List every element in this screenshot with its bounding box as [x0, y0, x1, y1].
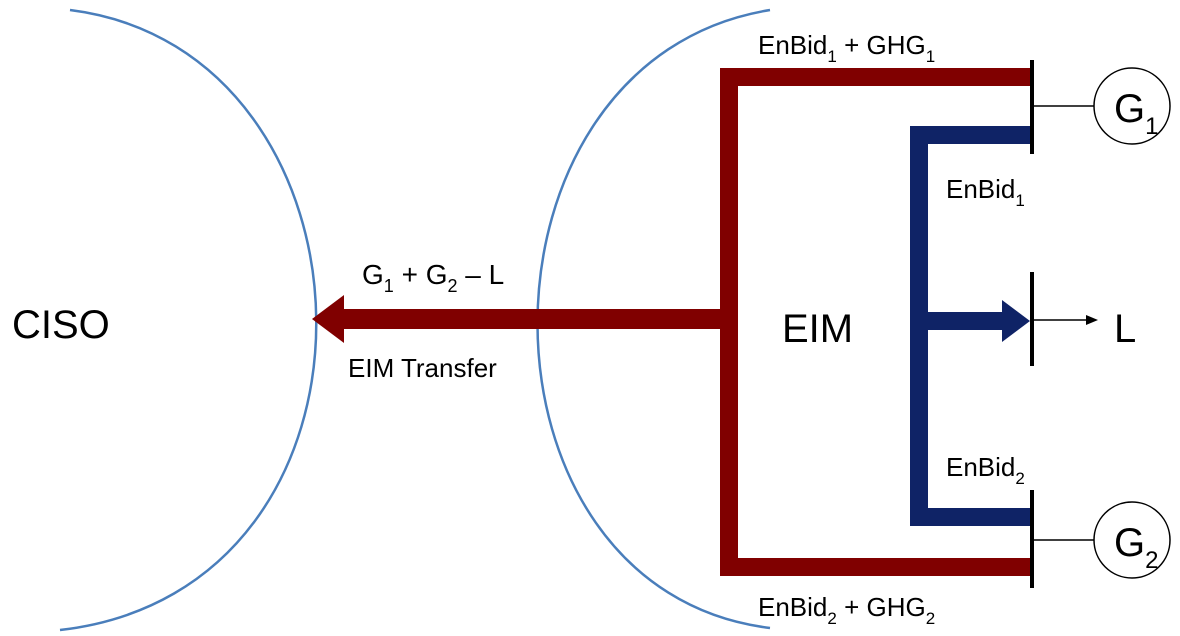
bottom-blue-flow-label: EnBid2 [946, 452, 1025, 488]
load-label: L [1114, 307, 1136, 351]
blue-flow-top-branch [910, 126, 1032, 144]
blue-flow-path [910, 126, 1032, 526]
top-blue-flow-label: EnBid1 [946, 174, 1025, 210]
generator-g1-circle [1093, 67, 1171, 145]
red-flow-bottom-branch [720, 558, 1032, 576]
generator-g2: G2 [1093, 501, 1171, 579]
ciso-label: CISO [12, 303, 110, 347]
blue-flow-bottom-branch [910, 508, 1032, 526]
transfer-label: EIM Transfer [348, 353, 497, 383]
blue-flow-load-line [910, 312, 1006, 330]
transfer-formula: G1 + G2 – L [362, 259, 504, 296]
eim-label: EIM [782, 307, 853, 351]
load-pointer-icon [1086, 315, 1098, 325]
top-red-flow-label: EnBid1 + GHG1 [758, 30, 935, 66]
generator-g1: G1 [1093, 67, 1171, 145]
red-flow-top-branch [720, 68, 1032, 86]
generator-g2-label: G2 [1114, 521, 1158, 574]
generator-g1-label: G1 [1114, 87, 1158, 140]
red-flow-path [312, 68, 1032, 576]
bottom-red-flow-label: EnBid2 + GHG2 [758, 592, 935, 628]
transfer-arrowhead [312, 295, 344, 343]
generator-g2-circle [1093, 501, 1171, 579]
load-arrowhead [1002, 300, 1030, 342]
red-flow-transfer-line [340, 309, 738, 329]
